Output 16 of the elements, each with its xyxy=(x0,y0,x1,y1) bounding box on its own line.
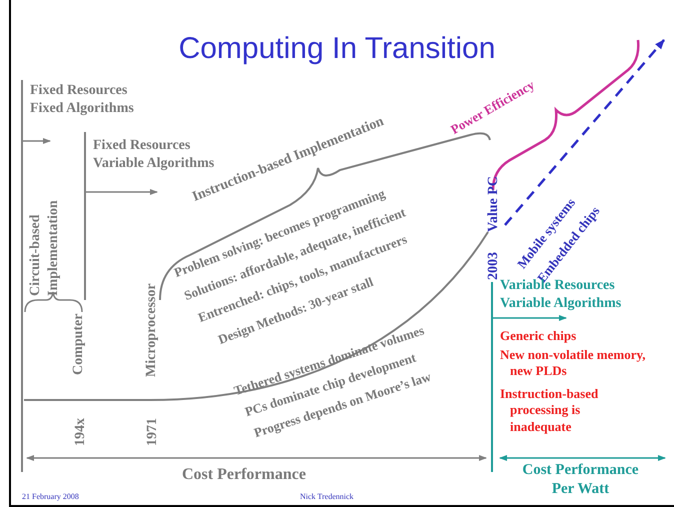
annotation-text: New non-volatile memory, new PLDs xyxy=(500,347,647,380)
year-label: 1971 xyxy=(144,418,161,446)
footer-author: Nick Tredennick xyxy=(300,492,354,502)
slide-title: Computing In Transition xyxy=(178,31,496,67)
year-label: 194x xyxy=(72,418,89,446)
annotation-text: Fixed Resources Fixed Algorithms xyxy=(30,82,135,117)
axis-label: Cost Performance xyxy=(182,465,306,485)
era-label: Microprocessor xyxy=(143,283,160,377)
year-label: 2003 xyxy=(485,252,501,280)
annotation-text: Instruction-based processing is inadequate xyxy=(500,386,600,435)
era-label: Circuit-based Implementation xyxy=(27,199,62,296)
era-label: Value PC xyxy=(485,176,502,232)
annotation-text: Generic chips xyxy=(500,328,576,344)
footer-date: 21 February 2008 xyxy=(22,492,79,502)
era-label: Computer xyxy=(70,314,87,375)
axis-label: Cost Performance Per Watt xyxy=(521,461,640,498)
